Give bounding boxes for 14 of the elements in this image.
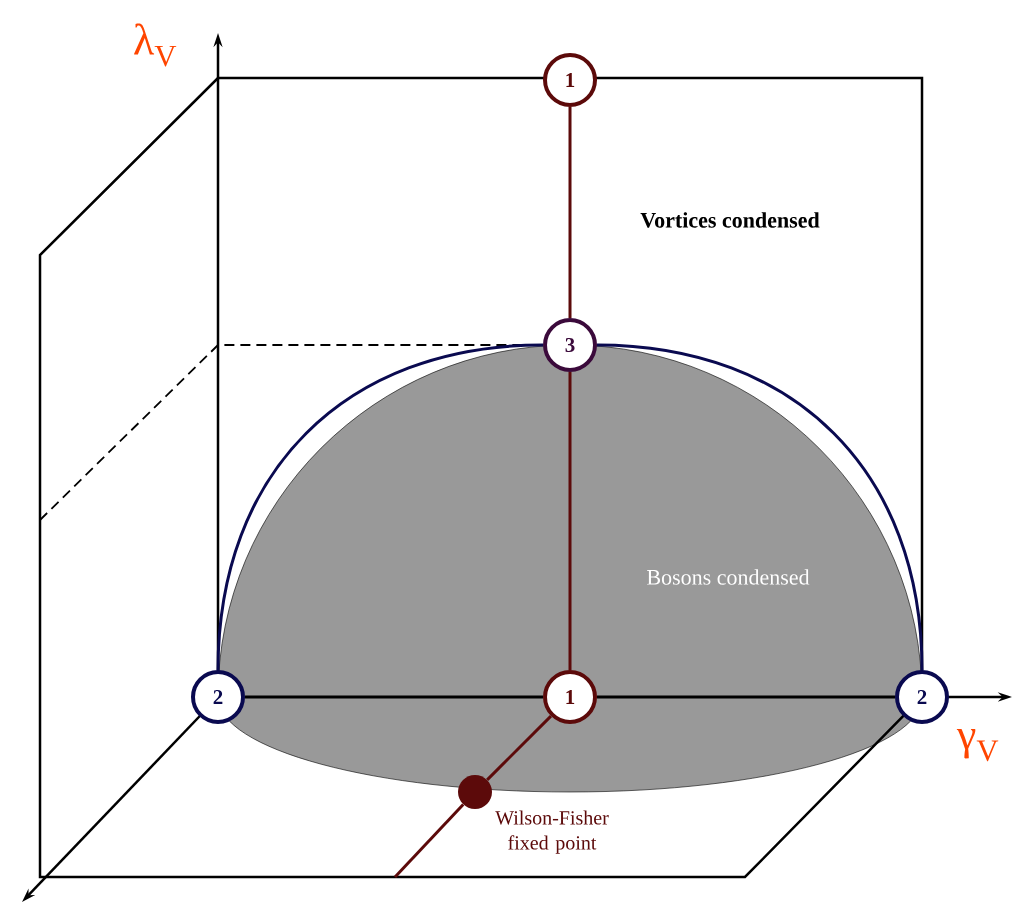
- axis-label: λ$_{V}$: [134, 23, 177, 67]
- connector-line: [596, 343, 924, 671]
- region-label: Vortices condensed: [640, 212, 820, 228]
- connector-line: [568, 372, 572, 670]
- connector-line: [245, 695, 543, 699]
- connector-line: [568, 107, 572, 318]
- fixed-point-dot: [458, 775, 492, 809]
- region-label: Bosons condensed: [647, 569, 810, 585]
- point-caption: Wilson-Fisher fixed point: [495, 810, 609, 854]
- connector-line: [486, 715, 552, 781]
- axis-label: γ$_{V}$: [956, 728, 999, 762]
- connector-line: [597, 695, 895, 699]
- connector-line: [393, 803, 465, 879]
- connector-line: [216, 343, 544, 671]
